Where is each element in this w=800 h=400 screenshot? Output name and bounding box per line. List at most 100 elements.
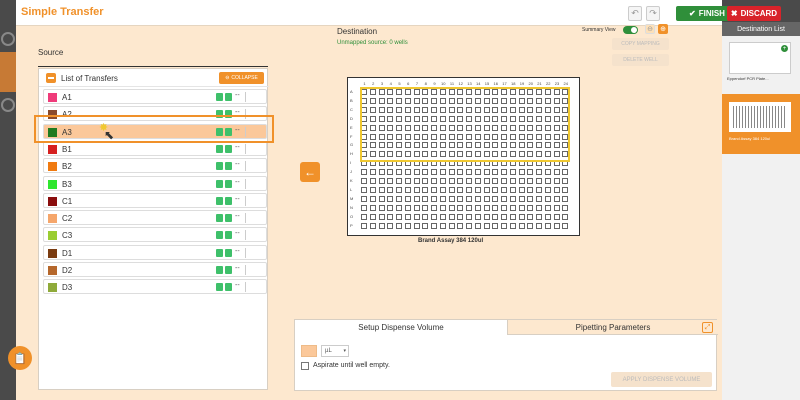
plate-well[interactable]: [509, 133, 516, 140]
plate-well[interactable]: [474, 89, 481, 95]
plate-well[interactable]: [413, 169, 420, 176]
plate-well[interactable]: [544, 222, 551, 229]
plate-well[interactable]: [536, 204, 542, 211]
plate-well[interactable]: [483, 204, 490, 211]
plate-well[interactable]: [387, 142, 394, 149]
plate-well[interactable]: [404, 106, 411, 113]
plate-well[interactable]: [431, 106, 437, 113]
plate-well[interactable]: [457, 124, 464, 131]
plate-well[interactable]: [518, 142, 525, 149]
plate-well[interactable]: [439, 186, 446, 193]
plate-well[interactable]: [413, 178, 420, 184]
plate-well[interactable]: [562, 115, 569, 122]
plate-well[interactable]: [396, 169, 402, 176]
plate-well[interactable]: [483, 89, 490, 95]
plate-well[interactable]: [536, 222, 542, 229]
plate-well[interactable]: [457, 195, 464, 202]
plate-well[interactable]: [474, 97, 481, 104]
plate-well[interactable]: [466, 106, 472, 113]
plate-thumbnail-1[interactable]: +: [729, 42, 791, 74]
edit-icon[interactable]: [216, 179, 223, 188]
transfer-row[interactable]: B2--: [43, 158, 267, 174]
plate-well[interactable]: [501, 133, 507, 140]
edit-icon[interactable]: [216, 196, 223, 205]
discard-button[interactable]: ✖ DISCARD: [727, 6, 781, 21]
plate-well[interactable]: [562, 97, 569, 104]
plate-well[interactable]: [448, 213, 455, 220]
plate-well[interactable]: [396, 186, 402, 193]
plate-well[interactable]: [378, 133, 385, 140]
plate-well[interactable]: [518, 186, 525, 193]
transfer-row[interactable]: A1--: [43, 89, 267, 104]
plate-well[interactable]: [466, 142, 472, 149]
plate-well[interactable]: [536, 97, 542, 104]
plate-well[interactable]: [544, 213, 551, 220]
plate-well[interactable]: [536, 169, 542, 176]
plate-well[interactable]: [492, 97, 499, 104]
plate-well[interactable]: [369, 186, 376, 193]
plate-well[interactable]: [369, 204, 376, 211]
plate-well[interactable]: [474, 186, 481, 193]
plate-well[interactable]: [404, 151, 411, 158]
plate-well[interactable]: [466, 213, 472, 220]
plate-well[interactable]: [474, 142, 481, 149]
plate-well[interactable]: [492, 169, 499, 176]
plate-well[interactable]: [378, 213, 385, 220]
plate-well[interactable]: [553, 169, 560, 176]
plate-well[interactable]: [404, 169, 411, 176]
edit-icon[interactable]: [216, 214, 223, 223]
plate-well[interactable]: [474, 178, 481, 184]
transfer-row[interactable]: D2--: [43, 262, 267, 277]
plate-well[interactable]: [439, 89, 446, 95]
plate-well[interactable]: [466, 133, 472, 140]
plate-well[interactable]: [483, 222, 490, 229]
plate-well[interactable]: [492, 106, 499, 113]
plate-well[interactable]: [518, 115, 525, 122]
plate-well[interactable]: [501, 213, 507, 220]
plate-well[interactable]: [378, 106, 385, 113]
plate-well[interactable]: [422, 169, 429, 176]
plate-well[interactable]: [422, 195, 429, 202]
copy-mapping-button[interactable]: COPY MAPPING: [612, 38, 669, 50]
plate-well[interactable]: [439, 222, 446, 229]
plate-well[interactable]: [483, 151, 490, 158]
plate-well[interactable]: [544, 204, 551, 211]
plate-well[interactable]: [518, 213, 525, 220]
plate-well[interactable]: [509, 186, 516, 193]
plate-well[interactable]: [457, 106, 464, 113]
edit-icon[interactable]: [216, 231, 223, 240]
plate-well[interactable]: [387, 106, 394, 113]
plate-well[interactable]: [518, 204, 525, 211]
plate-well[interactable]: [396, 115, 402, 122]
plate-well[interactable]: [422, 133, 429, 140]
plate-well[interactable]: [518, 151, 525, 158]
plate-well[interactable]: [474, 106, 481, 113]
transfer-row[interactable]: A2--: [43, 106, 267, 122]
plate-well[interactable]: [544, 106, 551, 113]
plate-well[interactable]: [431, 195, 437, 202]
plate-well[interactable]: [501, 89, 507, 95]
plate-well[interactable]: [439, 204, 446, 211]
plate-well[interactable]: [536, 142, 542, 149]
plate-well[interactable]: [378, 124, 385, 131]
plate-well[interactable]: [361, 186, 367, 193]
plate-well[interactable]: [483, 124, 490, 131]
plate-well[interactable]: [422, 222, 429, 229]
plate-well[interactable]: [474, 115, 481, 122]
plate-well[interactable]: [457, 213, 464, 220]
plate-well[interactable]: [553, 222, 560, 229]
edit-icon[interactable]: [216, 248, 223, 257]
plate-well[interactable]: [396, 151, 402, 158]
plate-well[interactable]: [553, 151, 560, 158]
plate-well[interactable]: [439, 195, 446, 202]
plate-well[interactable]: [448, 204, 455, 211]
copy-icon[interactable]: [225, 179, 232, 188]
plate-well[interactable]: [527, 106, 534, 113]
edit-icon[interactable]: [216, 283, 223, 292]
plate-well[interactable]: [483, 213, 490, 220]
plate-well[interactable]: [457, 186, 464, 193]
plate-well[interactable]: [527, 186, 534, 193]
plate-well[interactable]: [439, 151, 446, 158]
plate-well[interactable]: [509, 124, 516, 131]
plate-well[interactable]: [387, 89, 394, 95]
